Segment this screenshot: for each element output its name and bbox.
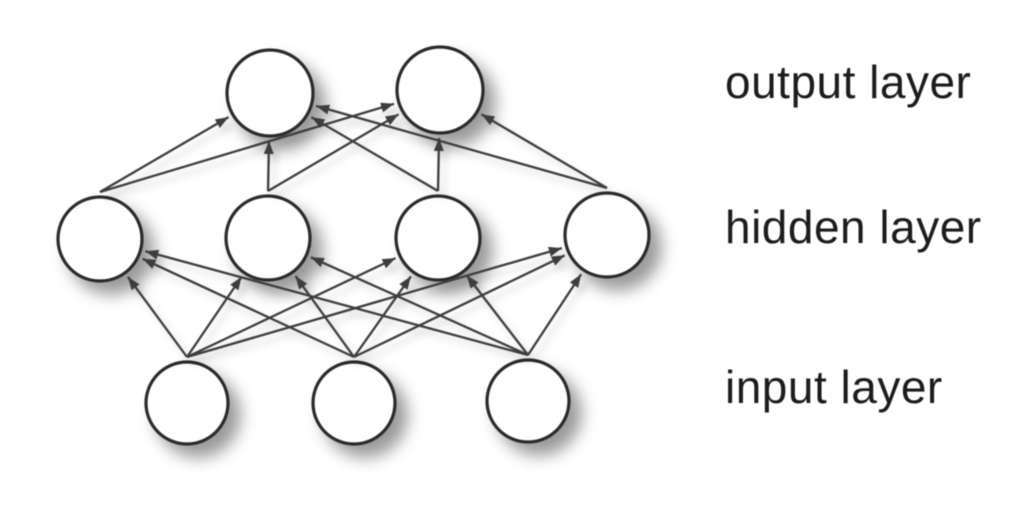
edge-i2-h1 <box>142 257 355 359</box>
input-layer-label: input layer <box>725 361 943 413</box>
input-node-3 <box>485 358 571 444</box>
hidden-node-3 <box>394 194 482 282</box>
edge-h3-o1 <box>310 116 439 192</box>
edge-i3-h1 <box>145 249 529 357</box>
edge-i1-h4 <box>186 246 563 359</box>
input-node-2 <box>311 360 397 446</box>
output-node-2 <box>395 45 485 135</box>
hidden-node-4 <box>563 191 651 279</box>
output-layer-label: output layer <box>725 56 972 108</box>
edge-i1-h3 <box>186 257 397 359</box>
nodes-group <box>56 45 651 446</box>
output-node-1 <box>225 48 315 138</box>
edge-i3-h3 <box>465 274 529 356</box>
edge-i3-h2 <box>310 256 529 357</box>
edge-h1-o2 <box>99 102 395 194</box>
edge-i1-h1 <box>126 276 188 358</box>
hidden-layer-label: hidden layer <box>725 201 982 253</box>
edge-h2-o2 <box>267 113 400 192</box>
edge-i1-h2 <box>186 276 243 358</box>
edge-h3-o2 <box>433 137 444 192</box>
edge-h4-o2 <box>480 113 608 189</box>
edge-h2-o1 <box>263 140 274 192</box>
edge-i2-h2 <box>294 275 355 358</box>
edges-group <box>99 102 608 359</box>
input-node-1 <box>144 360 230 446</box>
edge-h1-o1 <box>99 116 230 193</box>
edge-i2-h4 <box>353 254 566 359</box>
edge-h4-o1 <box>315 104 608 190</box>
edge-i3-h4 <box>527 273 583 356</box>
hidden-node-1 <box>56 195 144 283</box>
hidden-node-2 <box>224 194 312 282</box>
